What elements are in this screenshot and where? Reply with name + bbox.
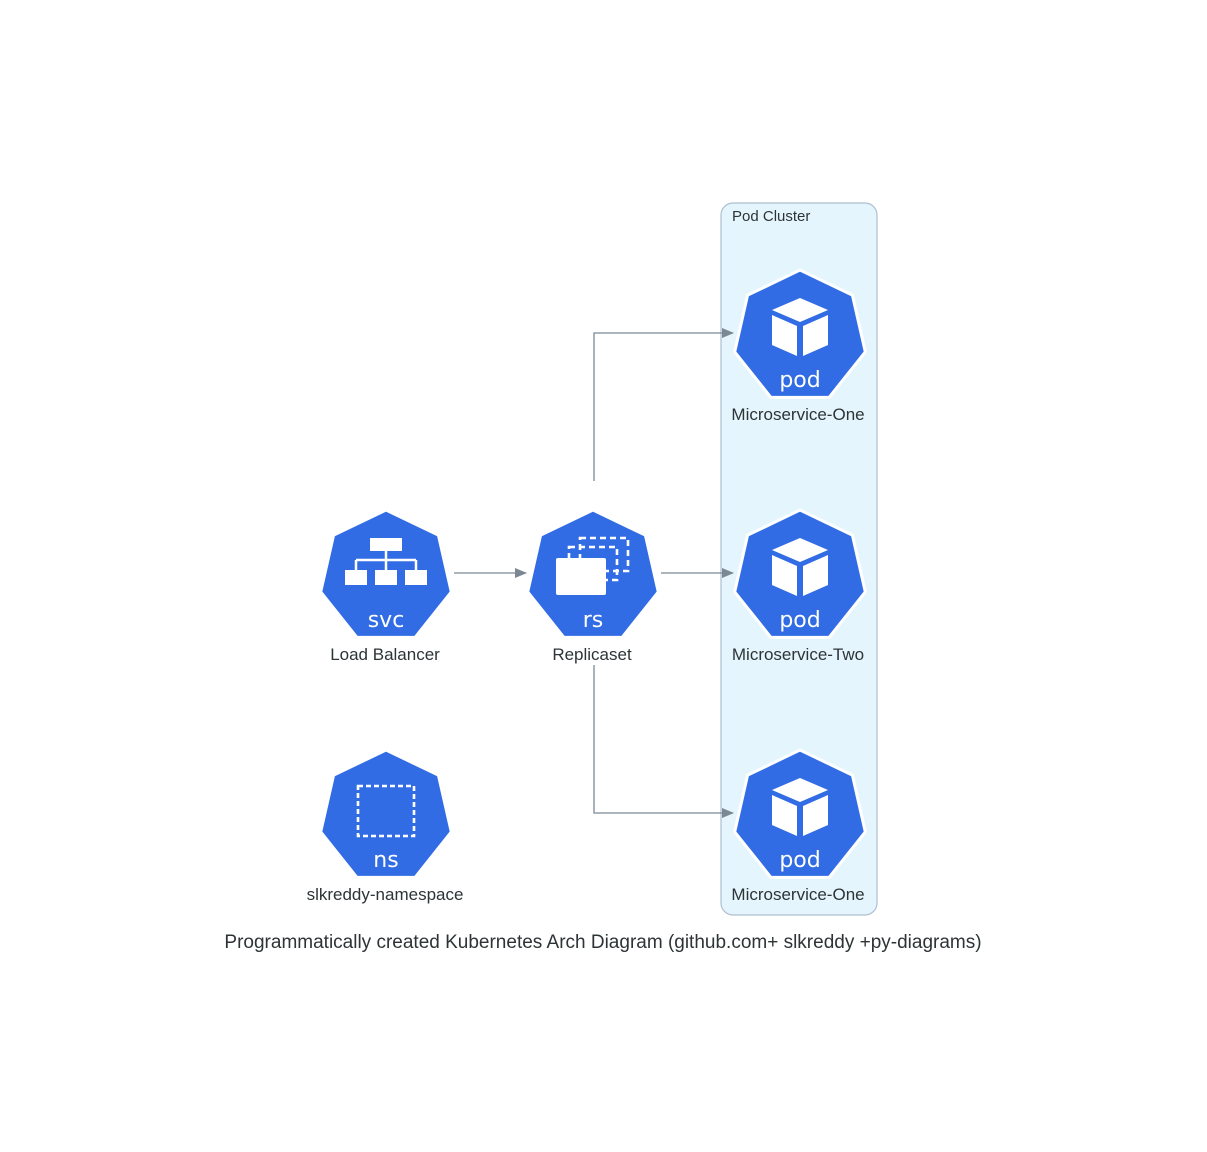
pod-badge: pod bbox=[779, 608, 820, 633]
node-label: Replicaset bbox=[552, 645, 632, 664]
edge-rs-to-pod1 bbox=[593, 328, 734, 481]
diagram-caption: Programmatically created Kubernetes Arch… bbox=[224, 932, 981, 953]
node-microservice-one-second[interactable]: pod Microservice-One bbox=[731, 748, 867, 904]
node-microservice-two[interactable]: pod Microservice-Two bbox=[732, 508, 867, 664]
cube-icon bbox=[772, 538, 828, 596]
edges bbox=[454, 328, 734, 818]
node-label: slkreddy-namespace bbox=[307, 885, 464, 904]
node-load-balancer[interactable]: svc Load Balancer bbox=[319, 508, 453, 664]
cube-icon bbox=[772, 778, 828, 836]
rs-badge: rs bbox=[583, 608, 604, 633]
node-label: Load Balancer bbox=[330, 645, 440, 664]
node-label: Microservice-Two bbox=[732, 645, 864, 664]
network-tree-icon bbox=[345, 538, 427, 585]
node-microservice-one[interactable]: pod Microservice-One bbox=[731, 268, 867, 424]
cluster-label: Pod Cluster bbox=[732, 208, 810, 225]
node-label: Microservice-One bbox=[731, 885, 864, 904]
stacked-frames-icon bbox=[556, 536, 630, 595]
pod-icon bbox=[733, 748, 867, 879]
ns-badge: ns bbox=[373, 848, 398, 873]
edge-rs-to-pod3 bbox=[593, 665, 734, 818]
dashed-box-icon bbox=[356, 784, 416, 838]
namespace-icon bbox=[319, 748, 453, 879]
node-namespace[interactable]: ns slkreddy-namespace bbox=[307, 748, 464, 904]
cube-icon bbox=[772, 298, 828, 356]
pod-icon bbox=[733, 268, 867, 399]
node-replicaset[interactable]: rs Replicaset bbox=[526, 508, 660, 664]
pod-badge: pod bbox=[779, 368, 820, 393]
pod-badge: pod bbox=[779, 848, 820, 873]
node-label: Microservice-One bbox=[731, 405, 864, 424]
svc-badge: svc bbox=[368, 608, 405, 633]
pod-icon bbox=[733, 508, 867, 639]
